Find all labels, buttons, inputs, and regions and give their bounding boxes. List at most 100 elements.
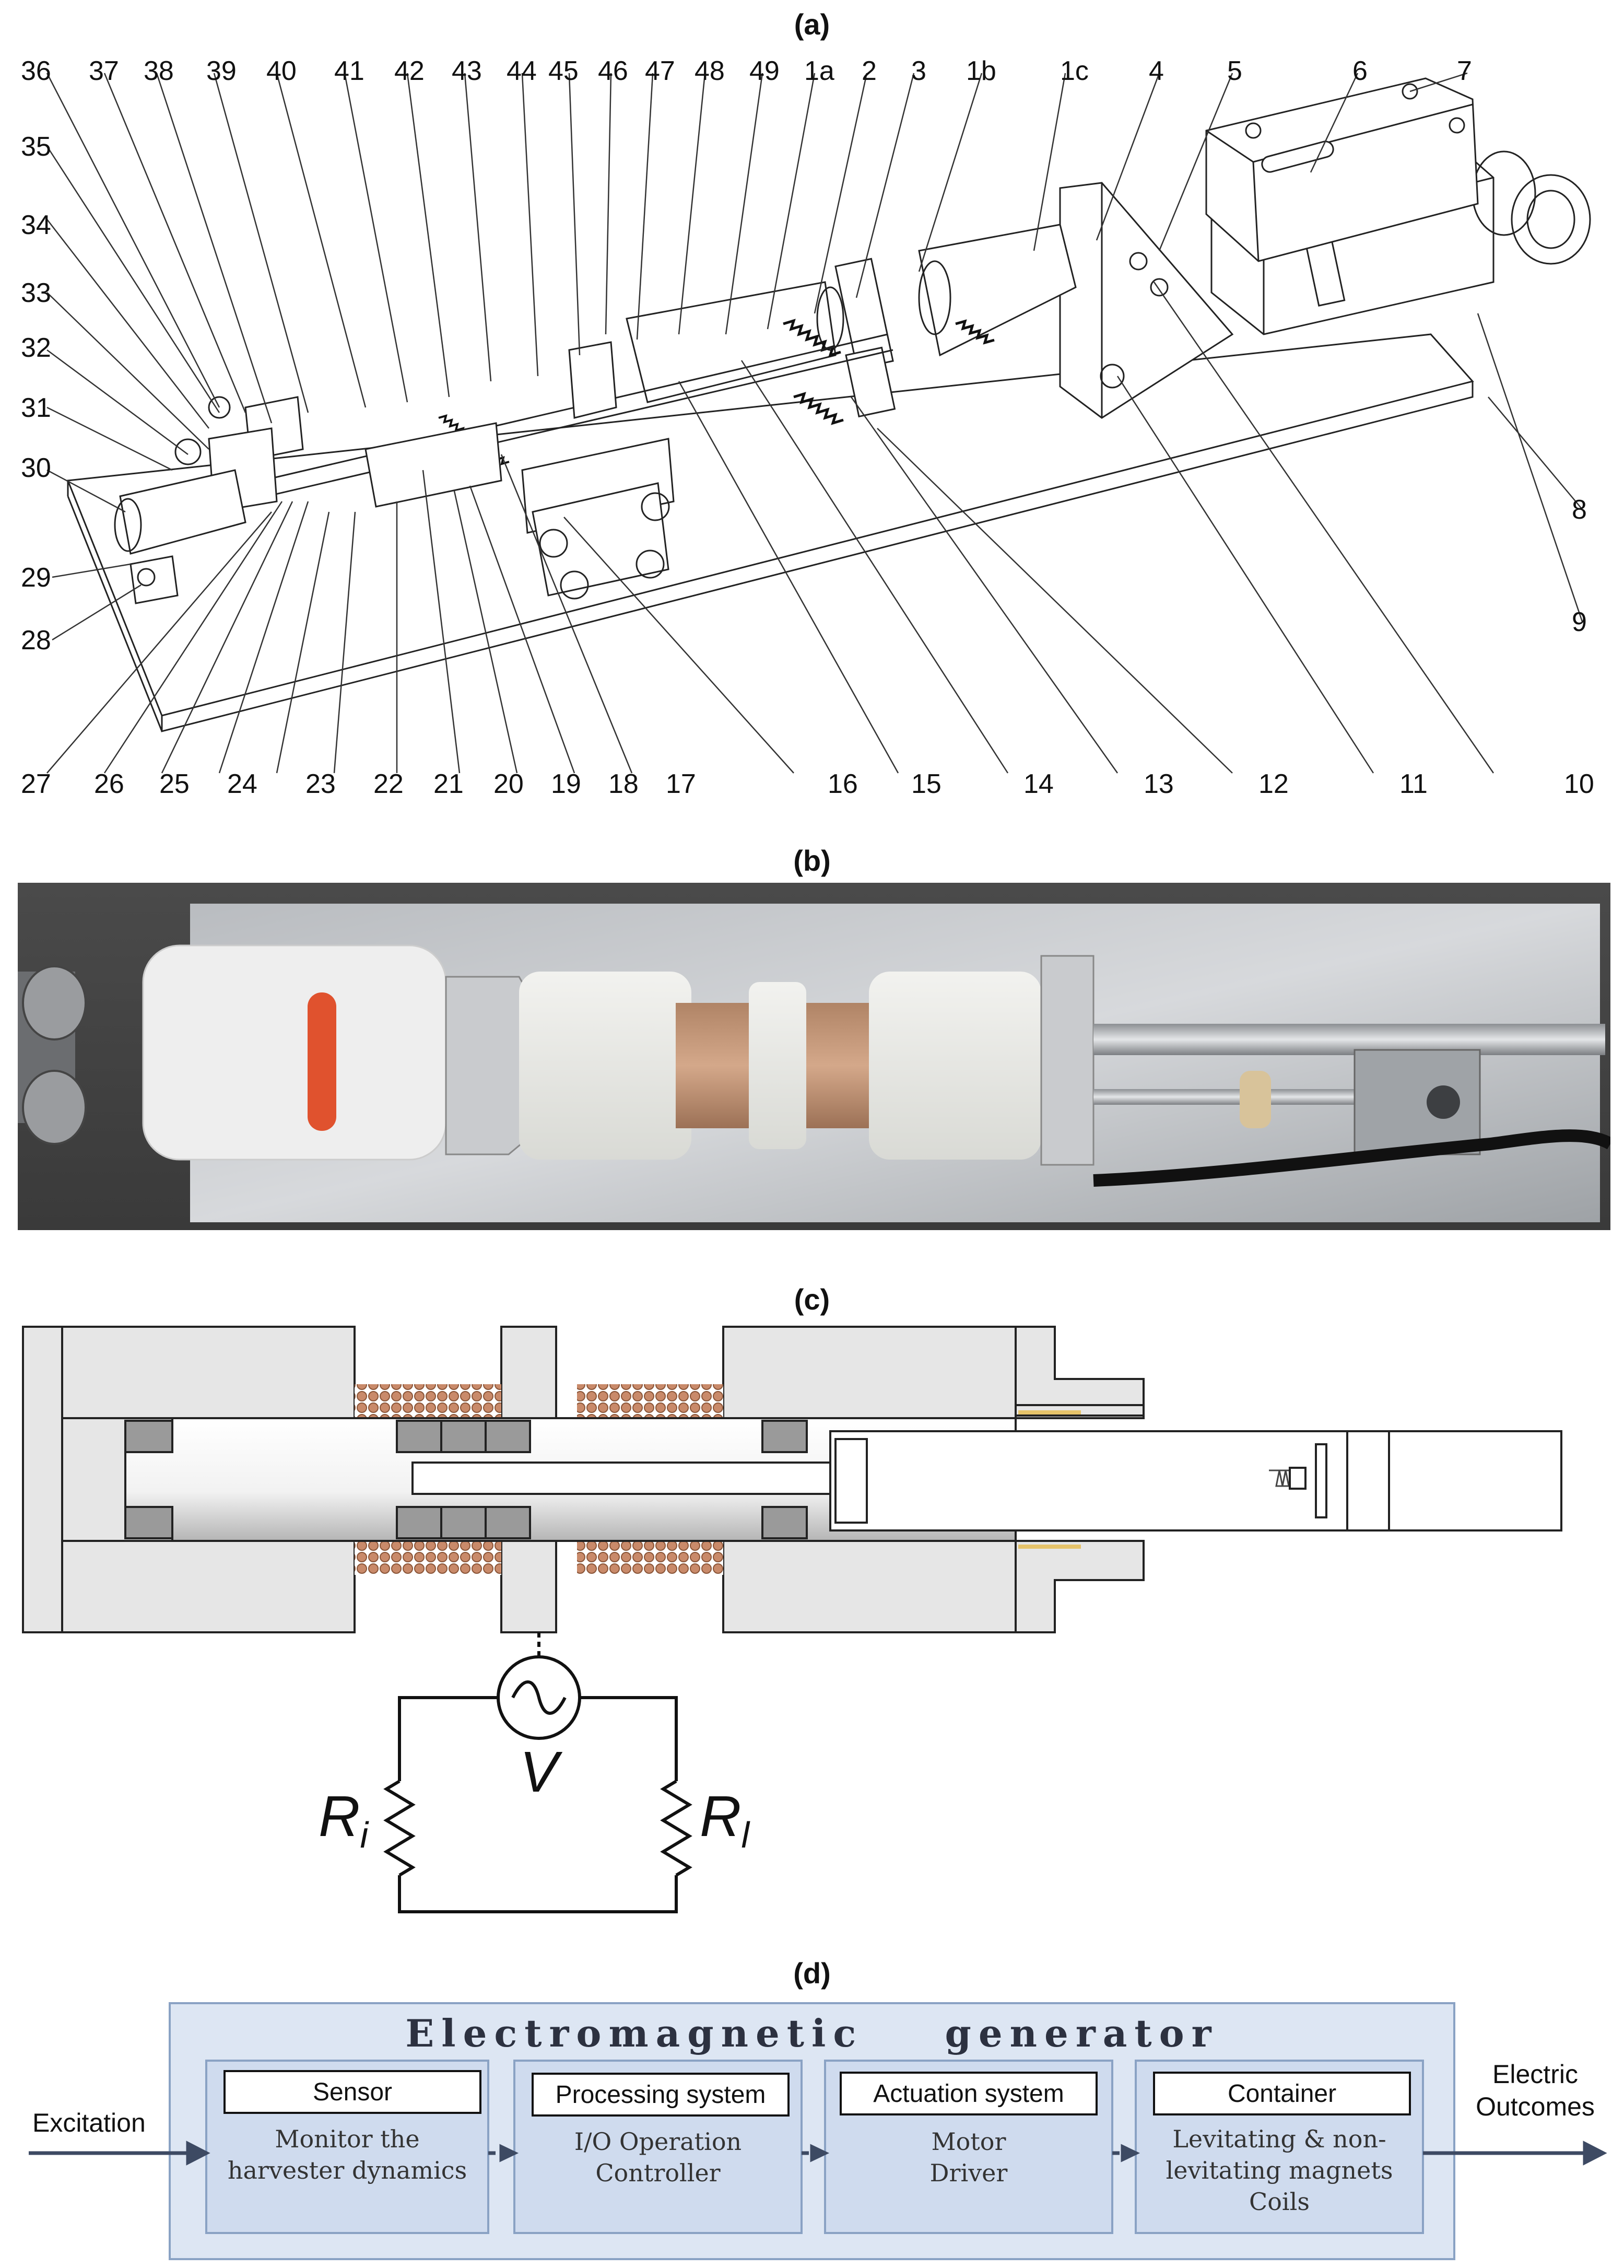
callout-number: 36 [21, 56, 51, 86]
coil-bottom-right [577, 1541, 723, 1575]
beige-nut [1240, 1071, 1271, 1128]
processing-desc-line1: I/O Operation [574, 2127, 742, 2156]
callout-number: 17 [666, 769, 696, 799]
callout-number: 11 [1399, 769, 1428, 799]
output-label: Electric Outcomes [1462, 2058, 1608, 2123]
callout-number: 33 [21, 278, 51, 308]
block-diagram: Electromagnetic generator Excitation Ele… [0, 1995, 1624, 2267]
actuation-desc-line2: Driver [929, 2159, 1008, 2187]
right-flange [1015, 1326, 1145, 1419]
equivalent-circuit [383, 1632, 692, 1913]
sample-holder [1205, 77, 1479, 262]
magnet [396, 1506, 442, 1539]
callout-number: 1c [1060, 56, 1089, 86]
callout-number: 30 [21, 453, 51, 483]
bearing-marker [1018, 1410, 1081, 1414]
callout-number: 26 [94, 769, 124, 799]
left-end-cap [22, 1326, 63, 1633]
callout-number: 12 [1258, 769, 1289, 799]
callout-number: 32 [21, 333, 51, 363]
ptfe-sleeve-left [519, 972, 691, 1160]
motor-cable [1093, 1129, 1610, 1187]
output-label-line2: Outcomes [1476, 2092, 1595, 2121]
magnet [761, 1420, 808, 1453]
callout-number: 49 [749, 56, 780, 86]
coil-top-right [577, 1384, 723, 1418]
callout-number: 1b [966, 56, 996, 86]
callout-number: 5 [1227, 56, 1242, 86]
cross-section-drawing: V Ri Rl [22, 1326, 1562, 1913]
magnet [485, 1420, 531, 1453]
bearing-marker [1018, 1545, 1081, 1549]
callout-number: 7 [1457, 56, 1472, 86]
container-desc: Levitating & non- levitating magnets Coi… [1136, 2123, 1423, 2217]
sensor-desc: Monitor the harvester dynamics [206, 2123, 488, 2186]
panel-label-a: (a) [794, 8, 830, 41]
rod-end-stop [1315, 1443, 1327, 1518]
callout-number: 1a [804, 56, 834, 86]
callout-number: 29 [21, 563, 51, 593]
callout-number: 16 [828, 769, 858, 799]
callout-number: 18 [608, 769, 639, 799]
callout-number: 40 [266, 56, 297, 86]
red-slot-indicator [308, 992, 336, 1131]
callout-number: 23 [305, 769, 336, 799]
right-clamp-plate [1040, 955, 1095, 1166]
container-desc-line3: Coils [1249, 2188, 1310, 2216]
container-header: Container [1227, 2080, 1337, 2108]
container-desc-line2: levitating magnets [1166, 2156, 1393, 2184]
callout-number: 3 [911, 56, 926, 86]
callout-number: 38 [144, 56, 174, 86]
processing-header: Processing system [555, 2081, 766, 2109]
housing-top-wall [61, 1326, 356, 1419]
actuation-desc: Motor Driver [825, 2126, 1112, 2189]
callout-number: 28 [21, 625, 51, 656]
callout-number: 34 [21, 210, 51, 240]
container-desc-line1: Levitating & non- [1172, 2125, 1386, 2153]
base-plate [66, 333, 1474, 717]
generator-title: Electromagnetic generator [405, 2011, 1219, 2055]
callout-number: 42 [394, 56, 425, 86]
callout-leader-lines [46, 72, 1583, 774]
callout-number: 9 [1572, 607, 1587, 637]
gripper-rollers [18, 965, 87, 1145]
callout-number: 8 [1572, 495, 1587, 525]
processing-desc: I/O Operation Controller [514, 2126, 802, 2189]
internal-resistance-label: Ri [319, 1784, 369, 1855]
resistor-load [660, 1780, 692, 1877]
end-bracket [1059, 182, 1234, 419]
magnet [124, 1506, 173, 1539]
load-resistance-label: Rl [700, 1784, 750, 1855]
sensor-desc-line2: harvester dynamics [227, 2156, 467, 2184]
ptfe-sleeve-right [869, 972, 1041, 1160]
callout-number: 19 [551, 769, 581, 799]
callout-number: 46 [598, 56, 628, 86]
callout-number: 41 [334, 56, 364, 86]
callout-number: 31 [21, 393, 51, 423]
magnet [396, 1420, 442, 1453]
callout-number: 27 [21, 769, 51, 799]
source-label: V [520, 1740, 562, 1804]
prototype-photo [18, 883, 1610, 1230]
resistor-internal [383, 1780, 416, 1877]
actuation-header: Actuation system [873, 2080, 1064, 2108]
callout-number: 47 [645, 56, 675, 86]
coil-top-left [355, 1384, 501, 1418]
callout-number: 45 [548, 56, 579, 86]
input-label: Excitation [32, 2108, 146, 2137]
processing-desc-line2: Controller [595, 2159, 721, 2187]
magnet [124, 1420, 173, 1453]
outer-guide-tube [829, 1430, 1562, 1532]
sensor-header: Sensor [312, 2078, 393, 2106]
magnet [440, 1420, 487, 1453]
callout-number: 25 [159, 769, 190, 799]
callout-number: 2 [862, 56, 877, 86]
callout-number: 14 [1023, 769, 1054, 799]
callout-number: 39 [206, 56, 237, 86]
callout-number: 35 [21, 132, 51, 162]
magnet [440, 1506, 487, 1539]
stepper-driver-board [1354, 1049, 1481, 1155]
callout-number: 44 [507, 56, 537, 86]
callout-number: 22 [373, 769, 404, 799]
white-gripper-block [142, 944, 447, 1161]
